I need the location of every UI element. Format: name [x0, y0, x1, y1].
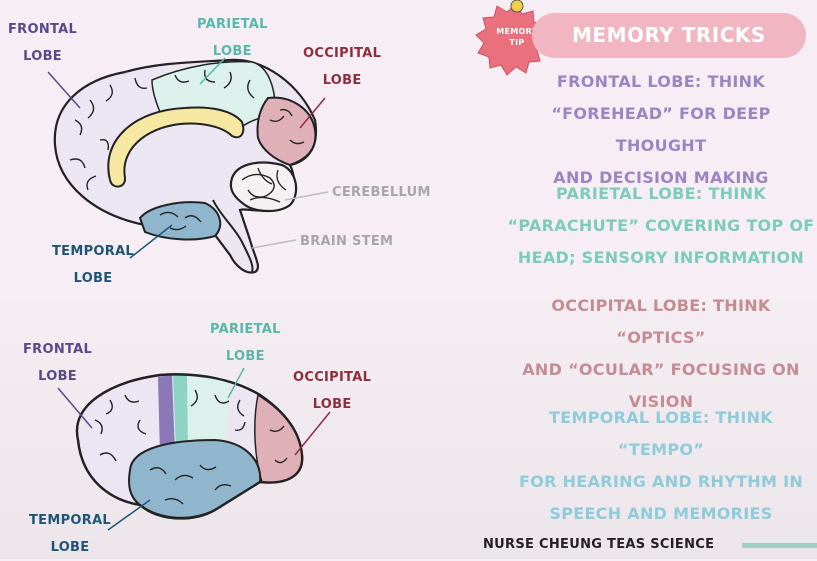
lateral-brain-diagram	[57, 367, 331, 531]
tip-parietal-lobe: PARIETAL LOBE: THINK “PARACHUTE” COVERIN…	[507, 184, 815, 267]
memory-tricks-banner	[532, 13, 806, 58]
label-parietal-lobe-top: PARIETAL LOBE	[197, 17, 268, 59]
lateral-parietal-strip	[173, 374, 188, 452]
badge-line-2: TIP	[509, 38, 524, 47]
temporal-pointer-bottom	[107, 499, 151, 531]
lateral-gyri	[94, 389, 288, 505]
label-brain-stem: BRAIN STEM	[300, 234, 394, 249]
temporal-pointer-top	[129, 224, 173, 259]
label-temporal-lobe-top: TEMPORAL LOBE	[52, 244, 135, 286]
memory-tricks-title: MEMORY TRICKS	[572, 23, 766, 47]
occipital-pointer-top	[299, 97, 326, 129]
badge-line-1: MEMORY	[496, 27, 538, 36]
label-occipital-lobe-top: OCCIPITAL LOBE	[303, 46, 382, 88]
occipital-pointer-bottom	[294, 411, 331, 456]
brain-stem	[212, 199, 254, 273]
sagittal-brain-diagram	[47, 57, 329, 274]
tip-occipital-lobe: OCCIPITAL LOBE: THINK “OPTICS” AND “OCUL…	[522, 296, 800, 411]
footer-credit: NURSE CHEUNG TEAS SCIENCE	[483, 537, 715, 552]
sagittal-gyri	[69, 69, 305, 231]
label-cerebellum: CEREBELLUM	[332, 185, 431, 200]
footer-accent-bar	[742, 543, 817, 548]
frontal-pointer-bottom	[57, 387, 93, 429]
lateral-frontal-strip	[158, 375, 175, 454]
tip-temporal-lobe: TEMPORAL LOBE: THINK “TEMPO” FOR HEARING…	[518, 408, 804, 523]
cerebellum	[229, 161, 298, 213]
lateral-temporal-region	[128, 438, 262, 519]
label-parietal-lobe-bottom: PARIETAL LOBE	[210, 322, 281, 364]
corpus-callosum	[107, 106, 245, 188]
tip-frontal-lobe: FRONTAL LOBE: THINK “FOREHEAD” FOR DEEP …	[551, 72, 771, 187]
label-occipital-lobe-bottom: OCCIPITAL LOBE	[293, 370, 372, 412]
sagittal-temporal-region	[138, 201, 222, 241]
label-frontal-lobe-top: FRONTAL LOBE	[8, 22, 78, 64]
sagittal-occipital-region	[256, 96, 317, 167]
parietal-pointer-bottom	[227, 367, 245, 399]
brain-stem-pointer	[251, 239, 297, 249]
label-frontal-lobe-bottom: FRONTAL LOBE	[23, 342, 93, 384]
label-temporal-lobe-bottom: TEMPORAL LOBE	[29, 513, 112, 555]
parietal-pointer-top	[199, 57, 226, 85]
cerebellum-pointer	[284, 191, 329, 201]
lightbulb-icon	[510, 0, 524, 13]
frontal-pointer-top	[47, 71, 81, 109]
